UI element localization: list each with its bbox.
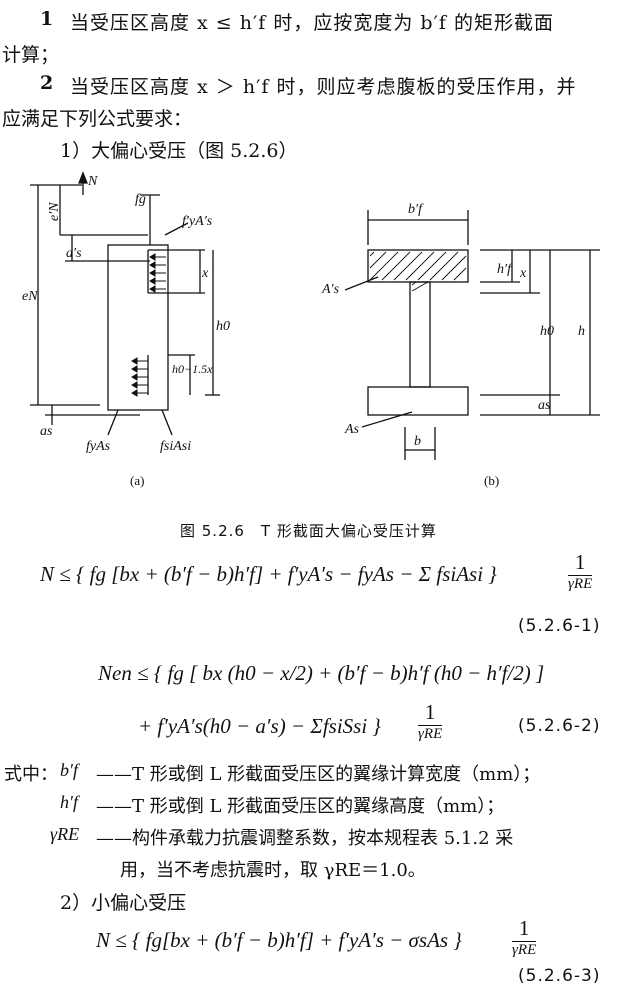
label-As: As <box>344 422 360 437</box>
figure-label-b: (b) <box>484 473 499 488</box>
definition-3-text-1: ——构件承载力抗震调整系数，按本规程表 5.1.2 采 <box>96 828 514 849</box>
equation-3-fraction: 1 γRE <box>512 916 537 958</box>
label-h0-a: h0 <box>216 319 230 334</box>
clause-1-text: 当受压区高度 x ≤ h′f 时，应按宽度为 b′f 的矩形截面 <box>70 12 554 34</box>
definition-1-text: ——T 形或倒 L 形截面受压区的翼缘计算宽度（mm）； <box>96 764 541 785</box>
label-h0-15x: h0−1.5x <box>172 362 213 376</box>
definition-2-text: ——T 形或倒 L 形截面受压区的翼缘高度（mm）； <box>96 796 505 817</box>
label-bf: b′f <box>408 202 424 217</box>
equation-3: N ≤ { fg[bx + (b′f − b)h′f] + f′yA′s − σ… <box>96 928 462 952</box>
label-As-prime: A′s <box>321 282 340 297</box>
label-a-prime: a′s <box>66 246 82 261</box>
label-fyAs-prime: f′yA′s <box>182 214 213 229</box>
label-fyAs: fyAs <box>86 439 111 454</box>
equation-1-fraction: 1 γRE <box>568 550 593 592</box>
figure-5-2-6: N fg f′yA′s e′N a′s eN x h0 h0−1.5x as f… <box>22 171 600 488</box>
clause-1-continuation: 计算； <box>2 44 60 66</box>
label-as-b: as <box>538 398 551 413</box>
equation-2-number: (5.2.6-2) <box>518 716 601 736</box>
definition-1-symbol: b′f <box>60 760 78 780</box>
label-x-b: x <box>519 266 527 281</box>
sub-heading-small-eccentric: 2）小偏心受压 <box>60 892 187 914</box>
figure-label-a: (a) <box>130 473 144 488</box>
clause-2-number: 2 <box>40 72 54 94</box>
equation-2-line-2: + f′yA′s(h0 − a′s) − ΣfsiSsi } <box>138 714 381 738</box>
label-N: N <box>87 174 98 189</box>
label-b: b <box>414 434 421 449</box>
definition-2-symbol: h′f <box>60 792 78 812</box>
definitions-intro: 式中： <box>4 764 58 785</box>
definition-3-symbol: γRE <box>50 824 80 844</box>
clause-2-text: 当受压区高度 x ＞ h′f 时，则应考虑腹板的受压作用，并 <box>70 76 577 98</box>
label-as-a: as <box>40 424 53 439</box>
label-eN-prime: e′N <box>47 202 62 221</box>
equation-1: N ≤ { fg [bx + (b′f − b)h′f] + f′yA′s − … <box>40 562 497 586</box>
label-hf: h′f <box>497 262 513 277</box>
label-h-b: h <box>578 324 585 339</box>
equation-2-line-1: Nen ≤ { fg [ bx (h0 − x/2) + (b′f − b)h′… <box>98 661 545 685</box>
figure-caption: 图 5.2.6 T 形截面大偏心受压计算 <box>180 522 437 540</box>
clause-2-continuation: 应满足下列公式要求： <box>2 108 193 130</box>
equation-3-number: (5.2.6-3) <box>518 966 601 986</box>
equation-2-fraction: 1 γRE <box>418 700 443 742</box>
definition-3-text-2: 用，当不考虑抗震时，取 γRE＝1.0。 <box>120 860 426 881</box>
label-h0-b: h0 <box>540 324 554 339</box>
label-fsiAsi: fsiAsi <box>160 439 191 454</box>
clause-1-number: 1 <box>40 8 54 30</box>
label-eN: eN <box>22 289 38 304</box>
equation-1-number: (5.2.6-1) <box>518 616 601 636</box>
sub-heading-large-eccentric: 1）大偏心受压（图 5.2.6） <box>60 140 298 162</box>
label-x-a: x <box>201 266 209 281</box>
label-fg: fg <box>135 192 146 207</box>
